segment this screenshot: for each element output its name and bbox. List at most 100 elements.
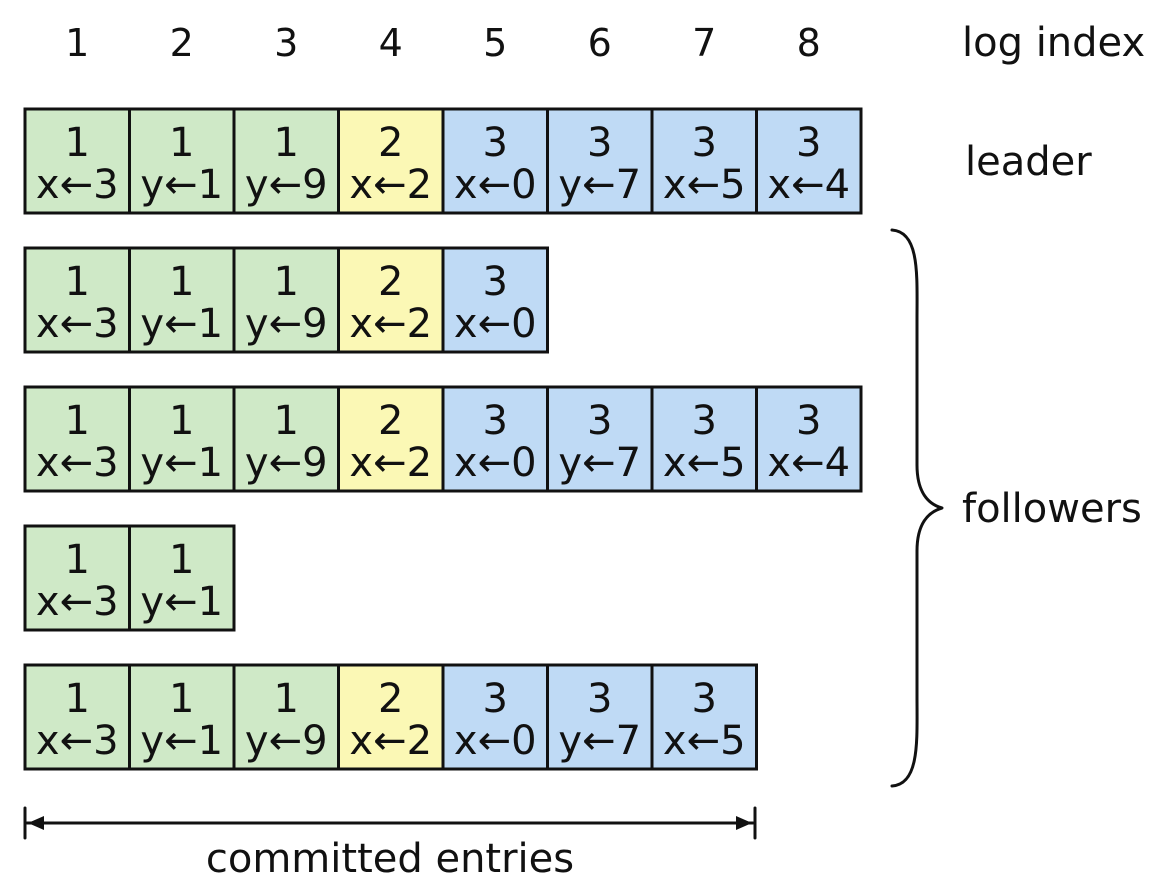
log-entry-term: 3 bbox=[796, 398, 821, 444]
log-entry-box bbox=[128, 663, 236, 771]
log-entry-term: 1 bbox=[65, 120, 90, 166]
log-entry-term: 2 bbox=[378, 676, 403, 722]
log-entry-box bbox=[441, 246, 549, 354]
log-index-1: 1 bbox=[65, 21, 89, 65]
log-entry-term: 1 bbox=[169, 398, 194, 444]
log-entry-box bbox=[546, 663, 654, 771]
log-entry-term: 2 bbox=[378, 120, 403, 166]
log-entry-command: x←0 bbox=[454, 440, 537, 486]
log-entry-box bbox=[755, 385, 863, 493]
log-entry-command: y←7 bbox=[558, 718, 641, 764]
log-entry-command: x←5 bbox=[663, 718, 746, 764]
leader-label: leader bbox=[965, 139, 1092, 185]
log-entry-box bbox=[337, 663, 445, 771]
log-entry-term: 3 bbox=[483, 120, 508, 166]
leader-log-row: 1x←31y←11y←92x←23x←03y←73x←53x←4 bbox=[23, 107, 863, 215]
log-entry: 1x←3 bbox=[23, 107, 131, 215]
log-entry: 2x←2 bbox=[337, 385, 445, 493]
log-entry-box bbox=[755, 107, 863, 215]
committed-left-arrowhead bbox=[28, 816, 44, 830]
log-entry-term: 1 bbox=[274, 676, 299, 722]
log-entry-command: y←1 bbox=[140, 162, 223, 208]
log-entry-box bbox=[441, 385, 549, 493]
log-entry: 1x←3 bbox=[23, 663, 131, 771]
log-entry: 2x←2 bbox=[337, 246, 445, 354]
followers-bracket bbox=[890, 228, 944, 788]
log-entry: 1y←1 bbox=[128, 107, 236, 215]
log-entry: 3x←0 bbox=[441, 385, 549, 493]
log-entry: 3x←4 bbox=[755, 385, 863, 493]
log-entry-box bbox=[232, 107, 340, 215]
log-index-3: 3 bbox=[274, 21, 298, 65]
log-entry: 3y←7 bbox=[546, 107, 654, 215]
log-entry-term: 1 bbox=[65, 537, 90, 583]
log-entry-term: 3 bbox=[483, 259, 508, 305]
log-index-5: 5 bbox=[483, 21, 507, 65]
log-entry: 3x←0 bbox=[441, 107, 549, 215]
log-entry: 1y←9 bbox=[232, 663, 340, 771]
log-entry-term: 1 bbox=[169, 537, 194, 583]
log-entry-box bbox=[546, 107, 654, 215]
log-entry: 3y←7 bbox=[546, 663, 654, 771]
log-entry-box bbox=[128, 246, 236, 354]
log-entry-term: 3 bbox=[796, 120, 821, 166]
log-entry-term: 1 bbox=[65, 259, 90, 305]
log-entry-command: x←2 bbox=[349, 162, 432, 208]
log-entry-command: x←2 bbox=[349, 440, 432, 486]
follower-log-row: 1x←31y←11y←92x←23x←03y←73x←5 bbox=[23, 663, 758, 771]
log-entry: 3x←5 bbox=[650, 663, 758, 771]
log-index-2: 2 bbox=[170, 21, 194, 65]
log-entry-term: 1 bbox=[65, 398, 90, 444]
log-entry-term: 3 bbox=[692, 676, 717, 722]
log-entry-box bbox=[337, 385, 445, 493]
log-entry-box bbox=[650, 385, 758, 493]
log-entry-term: 1 bbox=[274, 120, 299, 166]
log-entry-command: x←3 bbox=[36, 301, 119, 347]
log-entry-box bbox=[650, 663, 758, 771]
log-index-label: log index bbox=[962, 20, 1145, 66]
follower-log-row: 1x←31y←11y←92x←23x←03y←73x←53x←4 bbox=[23, 385, 863, 493]
log-entry-term: 3 bbox=[587, 398, 612, 444]
log-entry-box bbox=[23, 385, 131, 493]
log-entry: 3x←5 bbox=[650, 385, 758, 493]
log-entry: 1y←1 bbox=[128, 246, 236, 354]
log-entry: 1y←9 bbox=[232, 385, 340, 493]
log-entry-command: y←7 bbox=[558, 162, 641, 208]
committed-right-arrowhead bbox=[736, 816, 752, 830]
log-entry-term: 2 bbox=[378, 398, 403, 444]
log-entry-command: x←0 bbox=[454, 301, 537, 347]
log-entry-command: x←5 bbox=[663, 162, 746, 208]
log-entry-box bbox=[232, 385, 340, 493]
log-entry-box bbox=[23, 524, 131, 632]
log-entry-term: 1 bbox=[169, 120, 194, 166]
log-entry: 3x←4 bbox=[755, 107, 863, 215]
log-entry-command: x←2 bbox=[349, 718, 432, 764]
log-entry-term: 1 bbox=[274, 259, 299, 305]
log-entry-command: x←4 bbox=[767, 440, 850, 486]
log-entry-box bbox=[441, 663, 549, 771]
log-index-7: 7 bbox=[692, 21, 716, 65]
log-entry-box bbox=[128, 524, 236, 632]
follower-log-row: 1x←31y←11y←92x←23x←0 bbox=[23, 246, 549, 354]
log-entry-command: x←3 bbox=[36, 718, 119, 764]
log-entry-command: y←9 bbox=[245, 718, 328, 764]
committed-entries-arrow bbox=[23, 806, 757, 840]
log-rows: 1x←31y←11y←92x←23x←03y←73x←53x←41x←31y←1… bbox=[23, 107, 863, 771]
log-entry: 1x←3 bbox=[23, 524, 131, 632]
log-entry-term: 3 bbox=[587, 120, 612, 166]
log-entry-command: x←0 bbox=[454, 162, 537, 208]
log-entry-command: x←2 bbox=[349, 301, 432, 347]
log-entry-command: x←4 bbox=[767, 162, 850, 208]
log-entry-command: x←3 bbox=[36, 440, 119, 486]
log-entry-term: 2 bbox=[378, 259, 403, 305]
log-entry-command: x←5 bbox=[663, 440, 746, 486]
log-index-8: 8 bbox=[797, 21, 821, 65]
log-entry-command: y←9 bbox=[245, 440, 328, 486]
log-entry: 1y←1 bbox=[128, 524, 236, 632]
committed-entries-label: committed entries bbox=[206, 836, 574, 882]
log-entry-command: y←1 bbox=[140, 440, 223, 486]
log-entry: 3x←0 bbox=[441, 246, 549, 354]
log-entry-command: x←3 bbox=[36, 579, 119, 625]
